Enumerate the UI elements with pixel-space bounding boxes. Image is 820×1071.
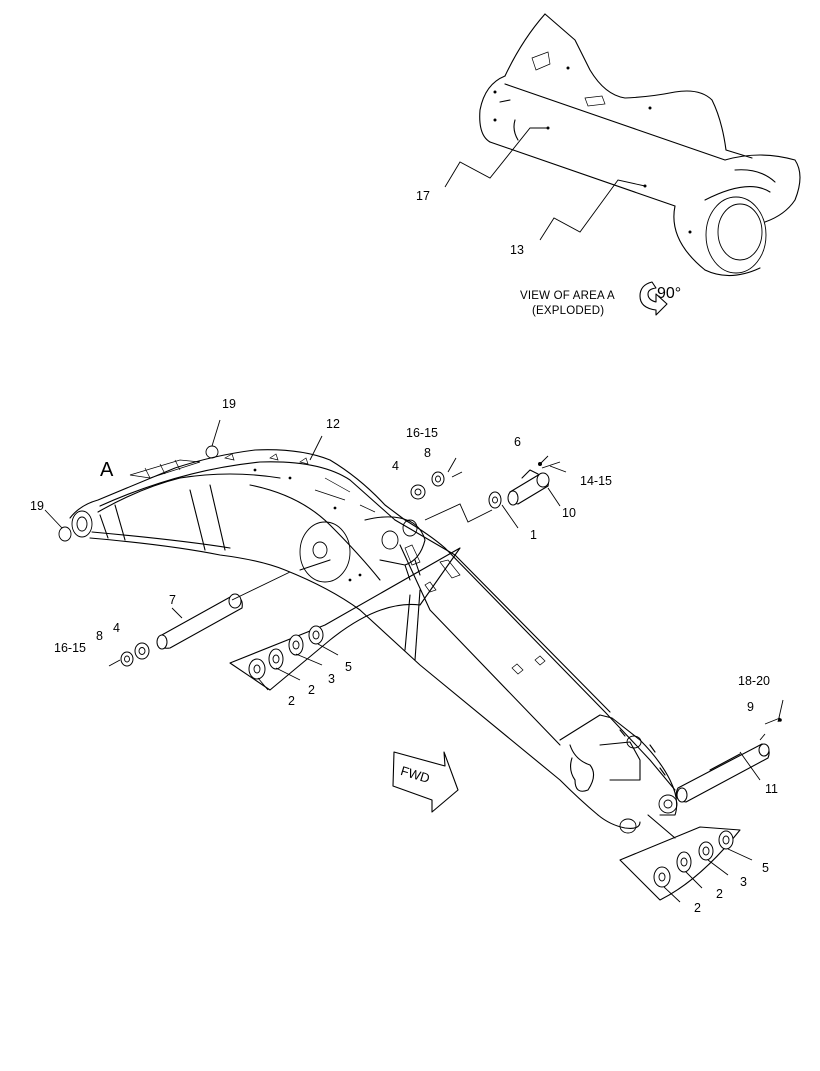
shims-middle [229,547,461,691]
inset-caption: VIEW OF AREA A [520,290,615,302]
callout-16-15-left: 16-15 [54,641,86,655]
area-marker-a: A [100,459,114,481]
callout-8-left: 8 [96,629,103,643]
callout-12: 12 [326,417,340,431]
inset-caption-sub: (EXPLODED) [532,305,605,317]
callout-2-low-a: 2 [716,887,723,901]
shims-lower [619,814,753,903]
callout-17: 17 [416,189,430,203]
callout-19-top: 19 [222,397,236,411]
callout-3-low: 3 [740,875,747,889]
inset-area-a-view [444,13,801,316]
pin-10-group [410,455,567,529]
callout-18-20: 18-20 [738,674,770,688]
callout-3-mid: 3 [328,672,335,686]
callout-19-left: 19 [30,499,44,513]
callout-11: 11 [765,782,778,796]
callout-16-15-top: 16-15 [406,426,438,440]
callout-2-mid-a: 2 [308,683,315,697]
pin-7 [108,571,291,667]
fwd-arrow [392,751,459,813]
callout-4-top: 4 [392,459,399,473]
callout-1: 1 [530,528,537,542]
callout-10: 10 [562,506,576,520]
leader-12 [309,435,323,461]
o-rings-19 [44,419,221,542]
callout-5-mid: 5 [345,660,352,674]
boom-assembly [69,449,678,834]
callout-5-low: 5 [762,861,769,875]
rotation-label: 90° [657,285,682,302]
callout-13: 13 [510,243,524,257]
callout-2-mid-b: 2 [288,694,295,708]
callout-7: 7 [169,593,176,607]
callout-9: 9 [747,700,754,714]
callout-6: 6 [514,435,521,449]
callout-4-left: 4 [113,621,120,635]
callout-2-low-b: 2 [694,901,701,915]
pin-11-group [675,699,784,803]
callout-14-15: 14-15 [580,474,612,488]
callout-8-top: 8 [424,446,431,460]
